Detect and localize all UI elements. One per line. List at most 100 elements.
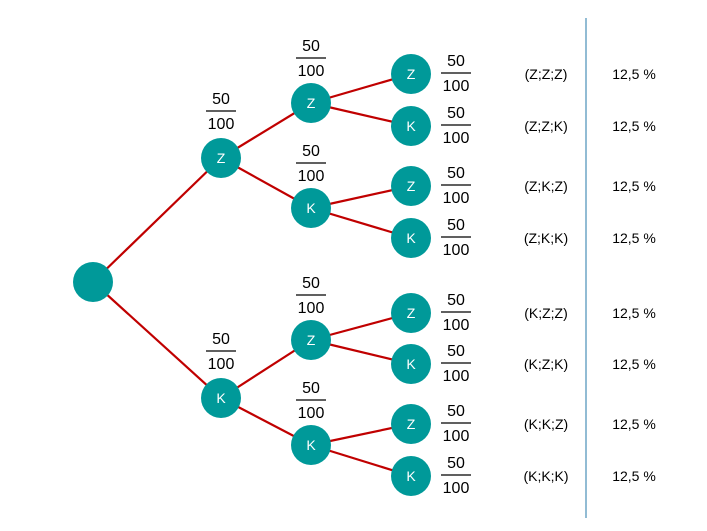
probability-label-3: 12,5 % bbox=[612, 230, 656, 246]
level2-node-1-circle bbox=[291, 188, 331, 228]
level3-node-7-circle bbox=[391, 456, 431, 496]
level1-fraction-1-numerator: 50 bbox=[212, 331, 230, 348]
probability-label-4: 12,5 % bbox=[612, 305, 656, 321]
edge-root-to-l1-0 bbox=[92, 157, 222, 283]
level1-node-0: Z bbox=[201, 138, 241, 178]
level3-node-5-label: K bbox=[406, 356, 416, 372]
level3-fraction-7-numerator: 50 bbox=[447, 455, 465, 472]
level3-fraction-2-denominator: 100 bbox=[443, 190, 470, 207]
level3-fraction-1-numerator: 50 bbox=[447, 105, 465, 122]
level3-node-1-circle bbox=[391, 106, 431, 146]
level1-fraction-0-denominator: 100 bbox=[208, 116, 235, 133]
level3-node-7-label: K bbox=[406, 468, 416, 484]
level1-fraction-1-denominator: 100 bbox=[208, 356, 235, 373]
level1-node-1-label: K bbox=[216, 390, 226, 406]
level3-node-4: Z bbox=[391, 293, 431, 333]
outcome-label-7: (K;K;K) bbox=[523, 468, 568, 484]
outcome-label-4: (K;Z;Z) bbox=[524, 305, 568, 321]
root-node-circle bbox=[73, 262, 113, 302]
level2-node-2: Z bbox=[291, 320, 331, 360]
level2-node-2-circle bbox=[291, 320, 331, 360]
level2-node-0-label: Z bbox=[307, 95, 316, 111]
outcome-label-2: (Z;K;Z) bbox=[524, 178, 568, 194]
probability-label-7: 12,5 % bbox=[612, 468, 656, 484]
level2-node-3-circle bbox=[291, 425, 331, 465]
level3-fraction-4-numerator: 50 bbox=[447, 292, 465, 309]
level1-fraction-0-numerator: 50 bbox=[212, 91, 230, 108]
outcome-label-1: (Z;Z;K) bbox=[524, 118, 568, 134]
level3-node-2-label: Z bbox=[407, 178, 416, 194]
level3-node-4-label: Z bbox=[407, 305, 416, 321]
level2-fraction-2-numerator: 50 bbox=[302, 275, 320, 292]
level3-node-2-circle bbox=[391, 166, 431, 206]
probability-label-6: 12,5 % bbox=[612, 416, 656, 432]
level2-node-1: K bbox=[291, 188, 331, 228]
level3-fraction-1-denominator: 100 bbox=[443, 130, 470, 147]
level1-node-1: K bbox=[201, 378, 241, 418]
level3-node-3-circle bbox=[391, 218, 431, 258]
level3-fraction-6-denominator: 100 bbox=[443, 428, 470, 445]
level3-fraction-0-denominator: 100 bbox=[443, 78, 470, 95]
level3-node-6-label: Z bbox=[407, 416, 416, 432]
level2-fraction-3-numerator: 50 bbox=[302, 380, 320, 397]
outcome-label-3: (Z;K;K) bbox=[524, 230, 568, 246]
outcome-label-5: (K;Z;K) bbox=[524, 356, 568, 372]
edge-root-to-l1-1 bbox=[92, 281, 222, 399]
level2-node-0-circle bbox=[291, 83, 331, 123]
level3-node-4-circle bbox=[391, 293, 431, 333]
level2-fraction-1-denominator: 100 bbox=[298, 168, 325, 185]
level3-node-5: K bbox=[391, 344, 431, 384]
level2-node-2-label: Z bbox=[307, 332, 316, 348]
level2-fraction-0-denominator: 100 bbox=[298, 63, 325, 80]
probability-label-0: 12,5 % bbox=[612, 66, 656, 82]
probability-label-5: 12,5 % bbox=[612, 356, 656, 372]
outcome-label-6: (K;K;Z) bbox=[524, 416, 568, 432]
level3-node-3-label: K bbox=[406, 230, 416, 246]
level3-node-7: K bbox=[391, 456, 431, 496]
level3-node-6-circle bbox=[391, 404, 431, 444]
level1-node-0-circle bbox=[201, 138, 241, 178]
level2-fraction-3-denominator: 100 bbox=[298, 405, 325, 422]
level3-node-0: Z bbox=[391, 54, 431, 94]
level3-fraction-5-numerator: 50 bbox=[447, 343, 465, 360]
level3-node-1: K bbox=[391, 106, 431, 146]
level3-fraction-5-denominator: 100 bbox=[443, 368, 470, 385]
level2-node-0: Z bbox=[291, 83, 331, 123]
level3-node-2: Z bbox=[391, 166, 431, 206]
level3-node-6: Z bbox=[391, 404, 431, 444]
level3-fraction-0-numerator: 50 bbox=[447, 53, 465, 70]
level2-node-3: K bbox=[291, 425, 331, 465]
level1-node-0-label: Z bbox=[217, 150, 226, 166]
level3-fraction-4-denominator: 100 bbox=[443, 317, 470, 334]
level3-fraction-3-denominator: 100 bbox=[443, 242, 470, 259]
level3-node-1-label: K bbox=[406, 118, 416, 134]
level2-fraction-2-denominator: 100 bbox=[298, 300, 325, 317]
level3-node-0-circle bbox=[391, 54, 431, 94]
level3-fraction-3-numerator: 50 bbox=[447, 217, 465, 234]
level3-node-3: K bbox=[391, 218, 431, 258]
level3-node-5-circle bbox=[391, 344, 431, 384]
probability-label-1: 12,5 % bbox=[612, 118, 656, 134]
outcome-label-0: (Z;Z;Z) bbox=[525, 66, 568, 82]
root-node bbox=[73, 262, 113, 302]
level3-fraction-7-denominator: 100 bbox=[443, 480, 470, 497]
level2-fraction-1-numerator: 50 bbox=[302, 143, 320, 160]
level3-node-0-label: Z bbox=[407, 66, 416, 82]
level1-node-1-circle bbox=[201, 378, 241, 418]
level2-fraction-0-numerator: 50 bbox=[302, 38, 320, 55]
level3-fraction-2-numerator: 50 bbox=[447, 165, 465, 182]
level2-node-3-label: K bbox=[306, 437, 316, 453]
